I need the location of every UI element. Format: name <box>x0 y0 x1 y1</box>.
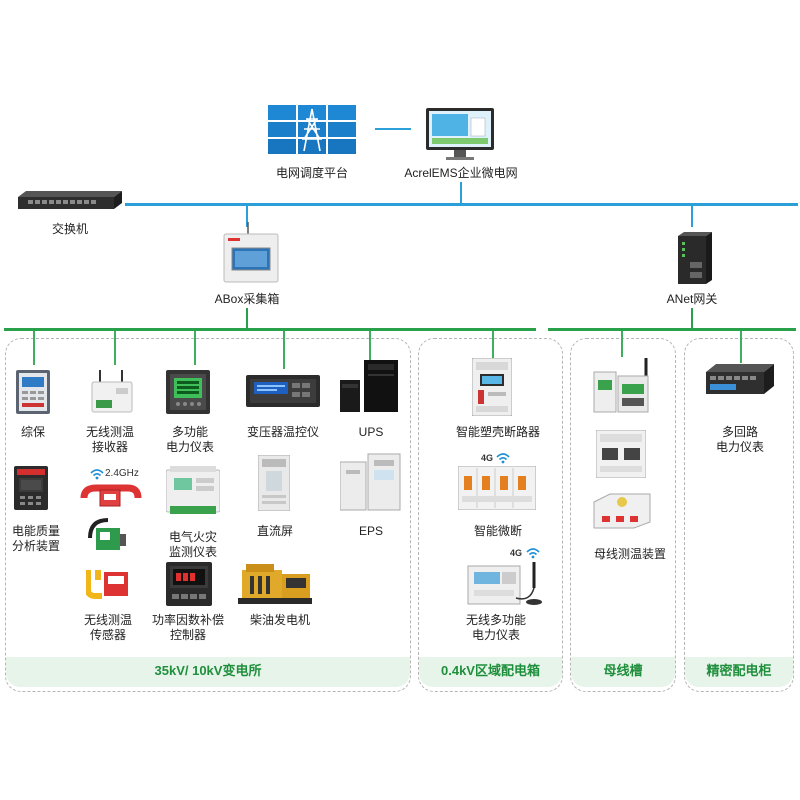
busway-temp-device-1-icon <box>592 358 654 414</box>
abox-label: ABox采集箱 <box>214 292 280 306</box>
pq-label-1: 电能质量 <box>12 524 61 538</box>
drop-wireless-recv <box>114 331 116 365</box>
anet-drop <box>691 205 693 227</box>
zongbao-label: 综保 <box>20 425 46 439</box>
eps-cabinet-icon <box>339 452 402 512</box>
zone-busway-title: 母线槽 <box>571 657 675 687</box>
mccb-label: 智能塑壳断路器 <box>455 425 541 439</box>
ems-label: AcrelEMS企业微电网 <box>404 166 518 180</box>
pf-controller-icon <box>166 562 212 606</box>
drop-ups <box>369 331 371 365</box>
transformer-temp-controller-icon <box>246 375 320 407</box>
bus-temp-label: 母线测温装置 <box>593 547 667 561</box>
dc-panel-label: 直流屏 <box>256 524 294 538</box>
protection-relay-icon <box>16 370 50 414</box>
platform-ems-link <box>375 128 411 130</box>
switch-label: 交换机 <box>51 222 89 236</box>
zone-cabinet-title: 精密配电柜 <box>685 657 793 687</box>
abox-drop <box>246 205 248 227</box>
wireless-meter-4g-tag: 4G <box>510 548 523 558</box>
diesel-generator-icon <box>236 560 314 606</box>
network-switch-icon <box>18 191 122 211</box>
abox-green-drop <box>246 308 248 330</box>
smart-mcb-icon <box>457 465 537 511</box>
wireless-meter-wifi-icon <box>526 546 540 559</box>
wireless-temp-sensor-icon <box>85 566 132 600</box>
smart-mccb-icon <box>471 357 513 417</box>
drop-busway <box>621 331 623 357</box>
eps-label: EPS <box>358 524 384 538</box>
wireless-multifunction-meter-icon <box>466 558 544 608</box>
grid-platform-label: 电网调度平台 <box>275 166 349 180</box>
zone-substation <box>5 338 411 692</box>
wireless-receiver-label-2: 接收器 <box>91 440 129 454</box>
pf-label-2: 控制器 <box>169 628 207 642</box>
fire-monitor-label-1: 电气火灾 <box>168 530 218 544</box>
anet-label: ANet网关 <box>666 292 718 306</box>
multifunction-meter-icon <box>166 370 210 414</box>
wireless-meter-label-2: 电力仪表 <box>471 628 521 642</box>
ethernet-bus-line <box>125 203 798 206</box>
diesel-label: 柴油发电机 <box>249 613 311 627</box>
busway-temp-device-3-icon <box>590 490 654 530</box>
power-quality-analyzer-icon <box>14 466 48 510</box>
zone-distribution <box>418 338 563 692</box>
multi-loop-label-1: 多回路 <box>721 425 759 439</box>
zone-busway <box>570 338 676 692</box>
mcb-4g-tag: 4G <box>481 453 494 463</box>
drop-zongbao <box>33 331 35 365</box>
ups-label: UPS <box>358 425 384 439</box>
multi-loop-label-2: 电力仪表 <box>715 440 765 454</box>
multi-meter-label-2: 电力仪表 <box>165 440 215 454</box>
ghz-tag: 2.4GHz <box>105 468 139 479</box>
multi-loop-meter-icon <box>706 362 774 396</box>
drop-cabinet <box>740 331 742 363</box>
wireless-meter-label-1: 无线多功能 <box>465 613 527 627</box>
wireless-receiver-label-1: 无线测温 <box>85 425 135 439</box>
drop-mccb <box>492 331 494 359</box>
mcb-wifi-icon <box>496 451 510 464</box>
multi-meter-label-1: 多功能 <box>171 425 209 439</box>
drop-transformer <box>283 331 285 369</box>
transformer-temp-label: 变压器温控仪 <box>246 425 320 439</box>
wireless-temp-clamp-icon <box>80 484 142 512</box>
anet-green-drop <box>691 308 693 330</box>
abox-rs485-bus <box>4 328 536 331</box>
abox-collector-icon <box>222 222 280 284</box>
busway-temp-device-2-icon <box>595 429 647 479</box>
electrical-fire-monitor-icon <box>165 466 221 516</box>
dc-panel-icon <box>257 454 291 512</box>
ems-bus-drop <box>460 182 462 204</box>
pf-label-1: 功率因数补偿 <box>151 613 225 627</box>
zone-distribution-title: 0.4kV区域配电箱 <box>419 657 562 687</box>
wifi-signal-icon <box>90 467 104 480</box>
anet-rs485-bus <box>548 328 796 331</box>
zone-cabinet <box>684 338 794 692</box>
wireless-temp-block-icon <box>88 518 128 554</box>
sensor-label-2: 传感器 <box>89 628 127 642</box>
anet-gateway-icon <box>672 232 714 286</box>
sensor-label-1: 无线测温 <box>83 613 133 627</box>
wireless-receiver-icon <box>88 370 136 414</box>
ups-icon <box>340 358 400 414</box>
pq-label-2: 分析装置 <box>12 539 61 553</box>
fire-monitor-label-2: 监测仪表 <box>168 545 218 559</box>
zone-substation-title: 35kV/ 10kV变电所 <box>6 657 410 687</box>
ems-monitor-icon <box>424 108 496 162</box>
grid-platform-video-wall-icon <box>268 105 356 155</box>
mcb-label: 智能微断 <box>473 524 523 538</box>
drop-multi-meter <box>194 331 196 365</box>
